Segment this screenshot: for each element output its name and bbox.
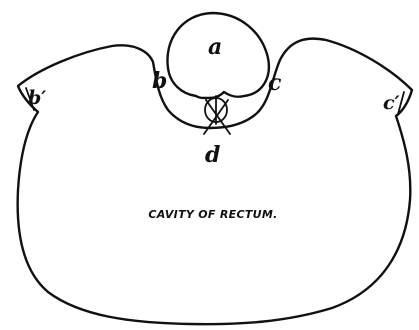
- rectum-outer-outline: [18, 39, 412, 325]
- label-a: a: [208, 34, 222, 60]
- label-b: b: [152, 68, 167, 94]
- cavity-caption: CAVITY OF RECTUM.: [148, 208, 277, 221]
- label-c: c: [268, 70, 282, 96]
- label-b-prime: b′: [28, 87, 46, 109]
- label-d: d: [205, 142, 220, 168]
- label-c-prime: c′: [383, 92, 400, 114]
